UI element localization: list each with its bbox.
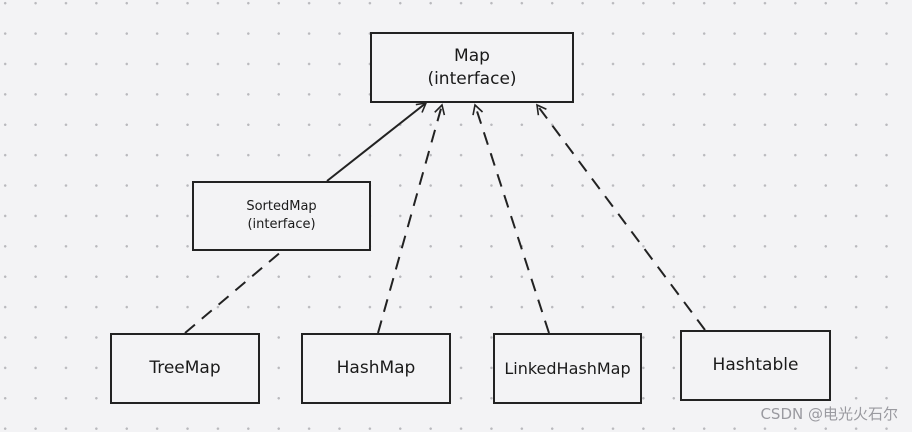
node-treemap-name: TreeMap bbox=[149, 358, 221, 379]
node-linkedhashmap-name: LinkedHashMap bbox=[504, 358, 631, 378]
node-hashtable[interactable]: Hashtable bbox=[680, 330, 831, 401]
node-hashmap[interactable]: HashMap bbox=[301, 333, 451, 404]
node-treemap[interactable]: TreeMap bbox=[110, 333, 260, 404]
node-map[interactable]: Map (interface) bbox=[370, 32, 574, 103]
node-sortedmap-name: SortedMap bbox=[246, 199, 317, 215]
edge-treemap-to-sortedmap bbox=[184, 250, 283, 334]
watermark: CSDN @电光火石尔 bbox=[760, 405, 898, 423]
node-hashmap-name: HashMap bbox=[336, 358, 416, 379]
node-map-name: Map bbox=[454, 45, 490, 66]
edges bbox=[184, 101, 706, 334]
edge-linkedhashmap-to-map bbox=[472, 103, 550, 334]
node-sortedmap[interactable]: SortedMap (interface) bbox=[192, 181, 371, 251]
node-sortedmap-kind: (interface) bbox=[247, 217, 316, 232]
node-linkedhashmap[interactable]: LinkedHashMap bbox=[493, 333, 642, 404]
node-map-kind: (interface) bbox=[427, 68, 517, 89]
edge-hashmap-to-map bbox=[377, 103, 446, 334]
edge-sortedmap-to-map bbox=[326, 101, 428, 182]
edge-hashtable-to-map bbox=[536, 103, 706, 331]
node-hashtable-name: Hashtable bbox=[712, 355, 799, 376]
